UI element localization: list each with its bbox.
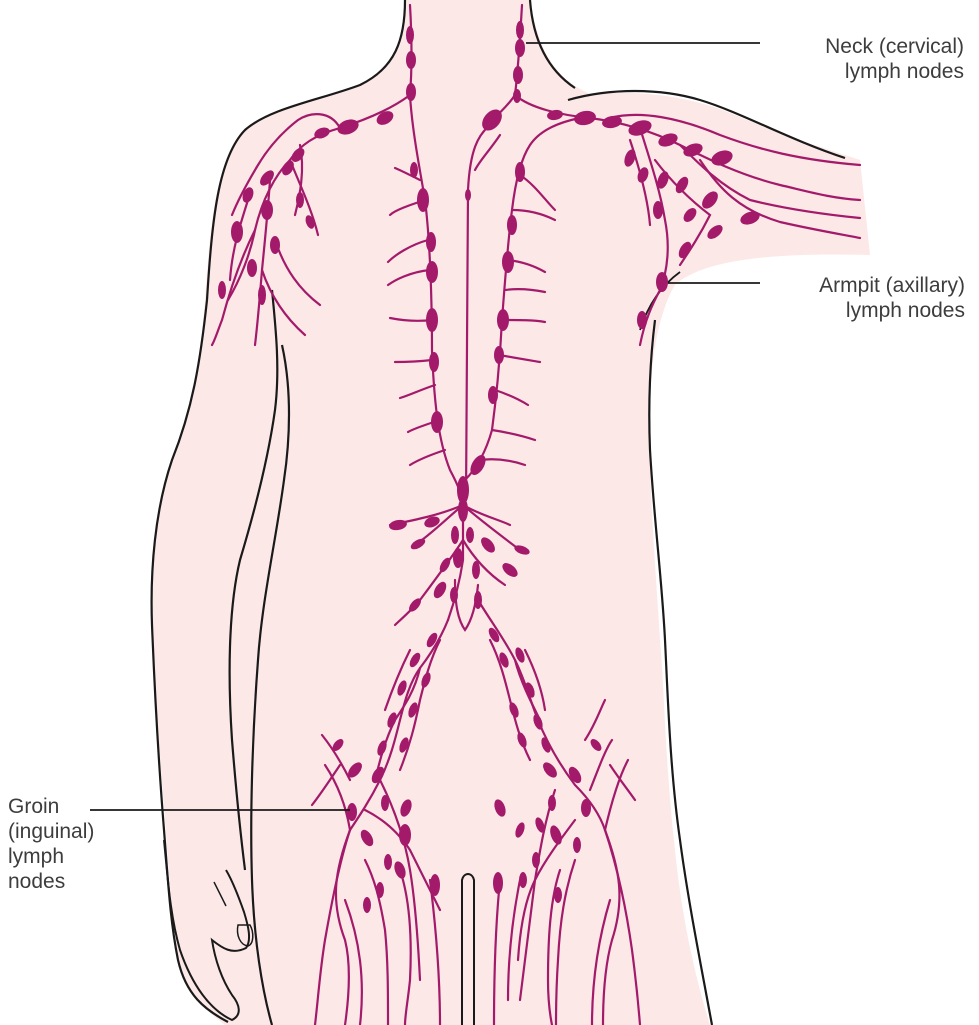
groin-label-line4: nodes <box>8 869 138 894</box>
armpit-label-line2: lymph nodes <box>720 298 965 323</box>
neck-label-line1: Neck (cervical) <box>744 34 964 59</box>
groin-label-line3: lymph <box>8 844 138 869</box>
torso-shape <box>152 0 975 1025</box>
neck-label-line2: lymph nodes <box>744 59 964 84</box>
groin-label-line2: (inguinal) <box>8 819 138 844</box>
armpit-lymph-nodes-label: Armpit (axillary) lymph nodes <box>720 273 965 323</box>
body-silhouette <box>152 0 975 1025</box>
neck-lymph-nodes-label: Neck (cervical) lymph nodes <box>744 34 964 84</box>
armpit-label-line1: Armpit (axillary) <box>720 273 965 298</box>
groin-label-line1: Groin <box>8 794 138 819</box>
groin-lymph-nodes-label: Groin (inguinal) lymph nodes <box>8 794 138 894</box>
